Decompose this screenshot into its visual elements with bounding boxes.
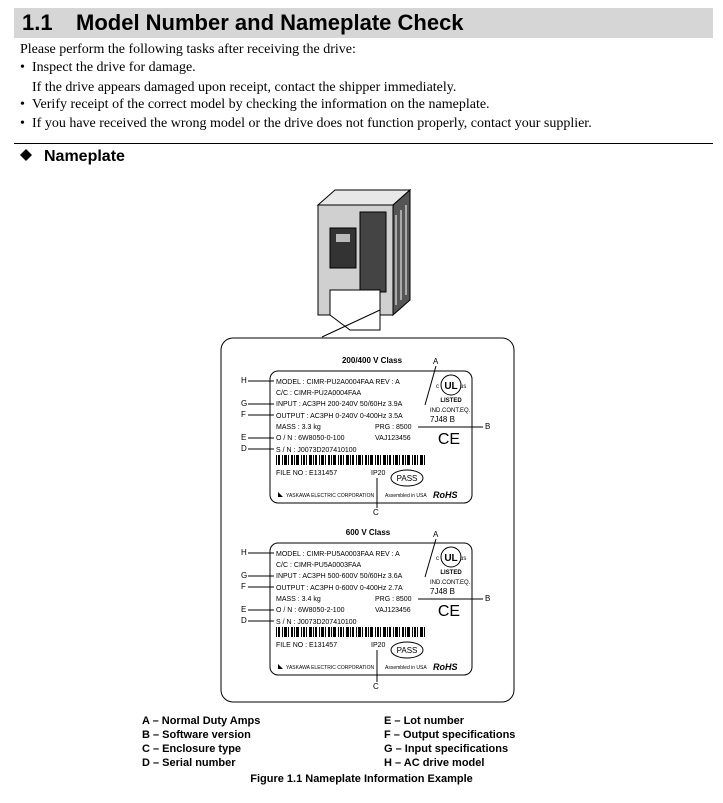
- legend-e: E – Lot number: [384, 715, 465, 727]
- legend-h: H – AC drive model: [384, 757, 485, 769]
- callout-c: C: [373, 508, 379, 517]
- plate-input: INPUT : AC3PH 500-600V 50/60Hz 3.6A: [276, 573, 403, 580]
- bullet-marker: •: [20, 97, 25, 112]
- ce-mark: CE: [438, 431, 460, 448]
- drive-illustration: [316, 188, 412, 338]
- plate-class-title: 200/400 V Class: [342, 356, 403, 365]
- legend-g: G – Input specifications: [384, 743, 509, 755]
- bullet-item: Verify receipt of the correct model by c…: [32, 97, 490, 112]
- plate-output: OUTPUT : AC3PH 0-240V 0-400Hz 3.5A: [276, 413, 403, 420]
- ul-c: c: [436, 384, 439, 390]
- ul-listed: LISTED: [440, 570, 462, 576]
- callout-b: B: [485, 422, 490, 431]
- callout-h: H: [241, 376, 247, 385]
- section-number: 1.1: [22, 10, 53, 35]
- callout-f: F: [241, 410, 246, 419]
- plate-on: O / N : 6W8050-0-100: [276, 435, 345, 442]
- plate-prg: PRG : 8500: [375, 596, 412, 603]
- maker: YASKAWA ELECTRIC CORPORATION: [286, 493, 374, 499]
- callout-e: E: [241, 433, 246, 442]
- assembled: Assembled in USA: [385, 665, 427, 671]
- section-divider: [14, 143, 713, 144]
- maker: YASKAWA ELECTRIC CORPORATION: [286, 665, 374, 671]
- callout-h: H: [241, 548, 247, 557]
- bullet-subitem: If the drive appears damaged upon receip…: [32, 80, 457, 95]
- ul-us: us: [460, 556, 466, 562]
- rohs: RoHS: [433, 490, 458, 500]
- figure-caption: Figure 1.1 Nameplate Information Example: [250, 773, 473, 785]
- callout-d: D: [241, 616, 247, 625]
- plate-input: INPUT : AC3PH 200-240V 50/60Hz 3.9A: [276, 401, 403, 408]
- rohs: RoHS: [433, 662, 458, 672]
- ce-mark: CE: [438, 603, 460, 620]
- subsection-title: Nameplate: [44, 148, 125, 165]
- bullet-marker: •: [20, 116, 25, 131]
- assembled: Assembled in USA: [385, 493, 427, 499]
- plate-cc: C/C : CIMR-PU5A0003FAA: [276, 562, 362, 569]
- plate-file-no: FILE NO : E131457: [276, 642, 337, 649]
- ind-code: 7J48 B: [430, 587, 455, 596]
- plate-mass: MASS : 3.3 kg: [276, 424, 321, 431]
- ul-us: us: [460, 384, 466, 390]
- section-title: Model Number and Nameplate Check: [76, 10, 464, 35]
- callout-a: A: [433, 530, 439, 539]
- ul-logo: UL: [444, 381, 457, 392]
- callout-b: B: [485, 594, 490, 603]
- plate-sn: S / N : J0073D207410100: [276, 447, 357, 454]
- barcode-1: [276, 455, 425, 465]
- plate-on: O / N : 6W8050-2-100: [276, 607, 345, 614]
- nameplate-200-400v: 200/400 V Class MODEL : CIMR-PU2A0004FAA…: [241, 356, 490, 517]
- ul-listed: LISTED: [440, 398, 462, 404]
- legend-b: B – Software version: [142, 729, 251, 741]
- ind-cont: IND.CONT.EQ.: [430, 408, 471, 414]
- plate-ip: IP20: [371, 470, 386, 477]
- plate-model: MODEL : CIMR-PU2A0004FAA REV : A: [276, 379, 400, 386]
- diamond-icon: [20, 149, 32, 161]
- plate-sn: S / N : J0073D207410100: [276, 619, 357, 626]
- plate-mass: MASS : 3.4 kg: [276, 596, 321, 603]
- ul-c: c: [436, 556, 439, 562]
- callout-f: F: [241, 582, 246, 591]
- callout-c: C: [373, 682, 379, 691]
- section-heading-bar: [14, 8, 713, 38]
- plate-ip: IP20: [371, 642, 386, 649]
- ind-cont: IND.CONT.EQ.: [430, 580, 471, 586]
- legend-f: F – Output specifications: [384, 729, 516, 741]
- plate-pass: PASS: [397, 646, 418, 655]
- callout-e: E: [241, 605, 246, 614]
- plate-lot: VAJ123456: [375, 435, 411, 442]
- plate-file-no: FILE NO : E131457: [276, 470, 337, 477]
- plate-cc: C/C : CIMR-PU2A0004FAA: [276, 390, 362, 397]
- bullet-item: Inspect the drive for damage.: [32, 60, 196, 75]
- plate-prg: PRG : 8500: [375, 424, 412, 431]
- callout-a: A: [433, 357, 439, 366]
- ind-code: 7J48 B: [430, 415, 455, 424]
- barcode-2: [276, 627, 425, 637]
- plate-pass: PASS: [397, 474, 418, 483]
- plate-output: OUTPUT : AC3PH 0-600V 0-400Hz 2.7A: [276, 585, 403, 592]
- callout-d: D: [241, 444, 247, 453]
- legend-d: D – Serial number: [142, 757, 236, 769]
- callout-g: G: [241, 571, 247, 580]
- intro-text: Please perform the following tasks after…: [20, 42, 356, 57]
- legend-a: A – Normal Duty Amps: [142, 715, 261, 727]
- ul-logo: UL: [444, 553, 457, 564]
- plate-model: MODEL : CIMR-PU5A0003FAA REV : A: [276, 551, 400, 558]
- bullet-item: If you have received the wrong model or …: [32, 116, 592, 131]
- nameplate-600v: 600 V Class MODEL : CIMR-PU5A0003FAA REV…: [241, 528, 490, 691]
- plate-lot: VAJ123456: [375, 607, 411, 614]
- callout-g: G: [241, 399, 247, 408]
- legend-c: C – Enclosure type: [142, 743, 242, 755]
- bullet-marker: •: [20, 60, 25, 75]
- plate-class-title: 600 V Class: [346, 528, 391, 537]
